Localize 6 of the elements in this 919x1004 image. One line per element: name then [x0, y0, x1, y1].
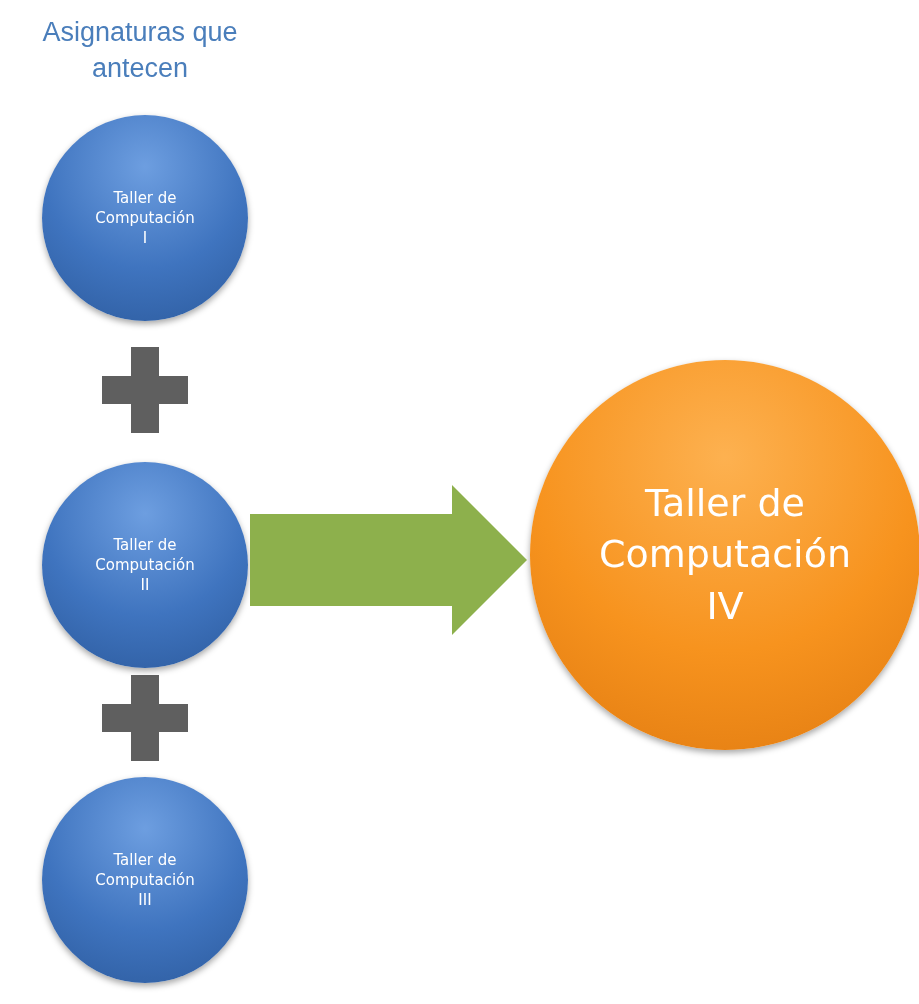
title: Asignaturas que antecen — [41, 16, 239, 85]
node-label: Taller de Computación I — [94, 187, 196, 249]
block-arrow — [250, 485, 527, 635]
node-label: Taller de Computación III — [94, 849, 196, 911]
node-label: Taller de Computación II — [94, 534, 196, 596]
node-label: Taller de Computación IV — [598, 480, 852, 630]
